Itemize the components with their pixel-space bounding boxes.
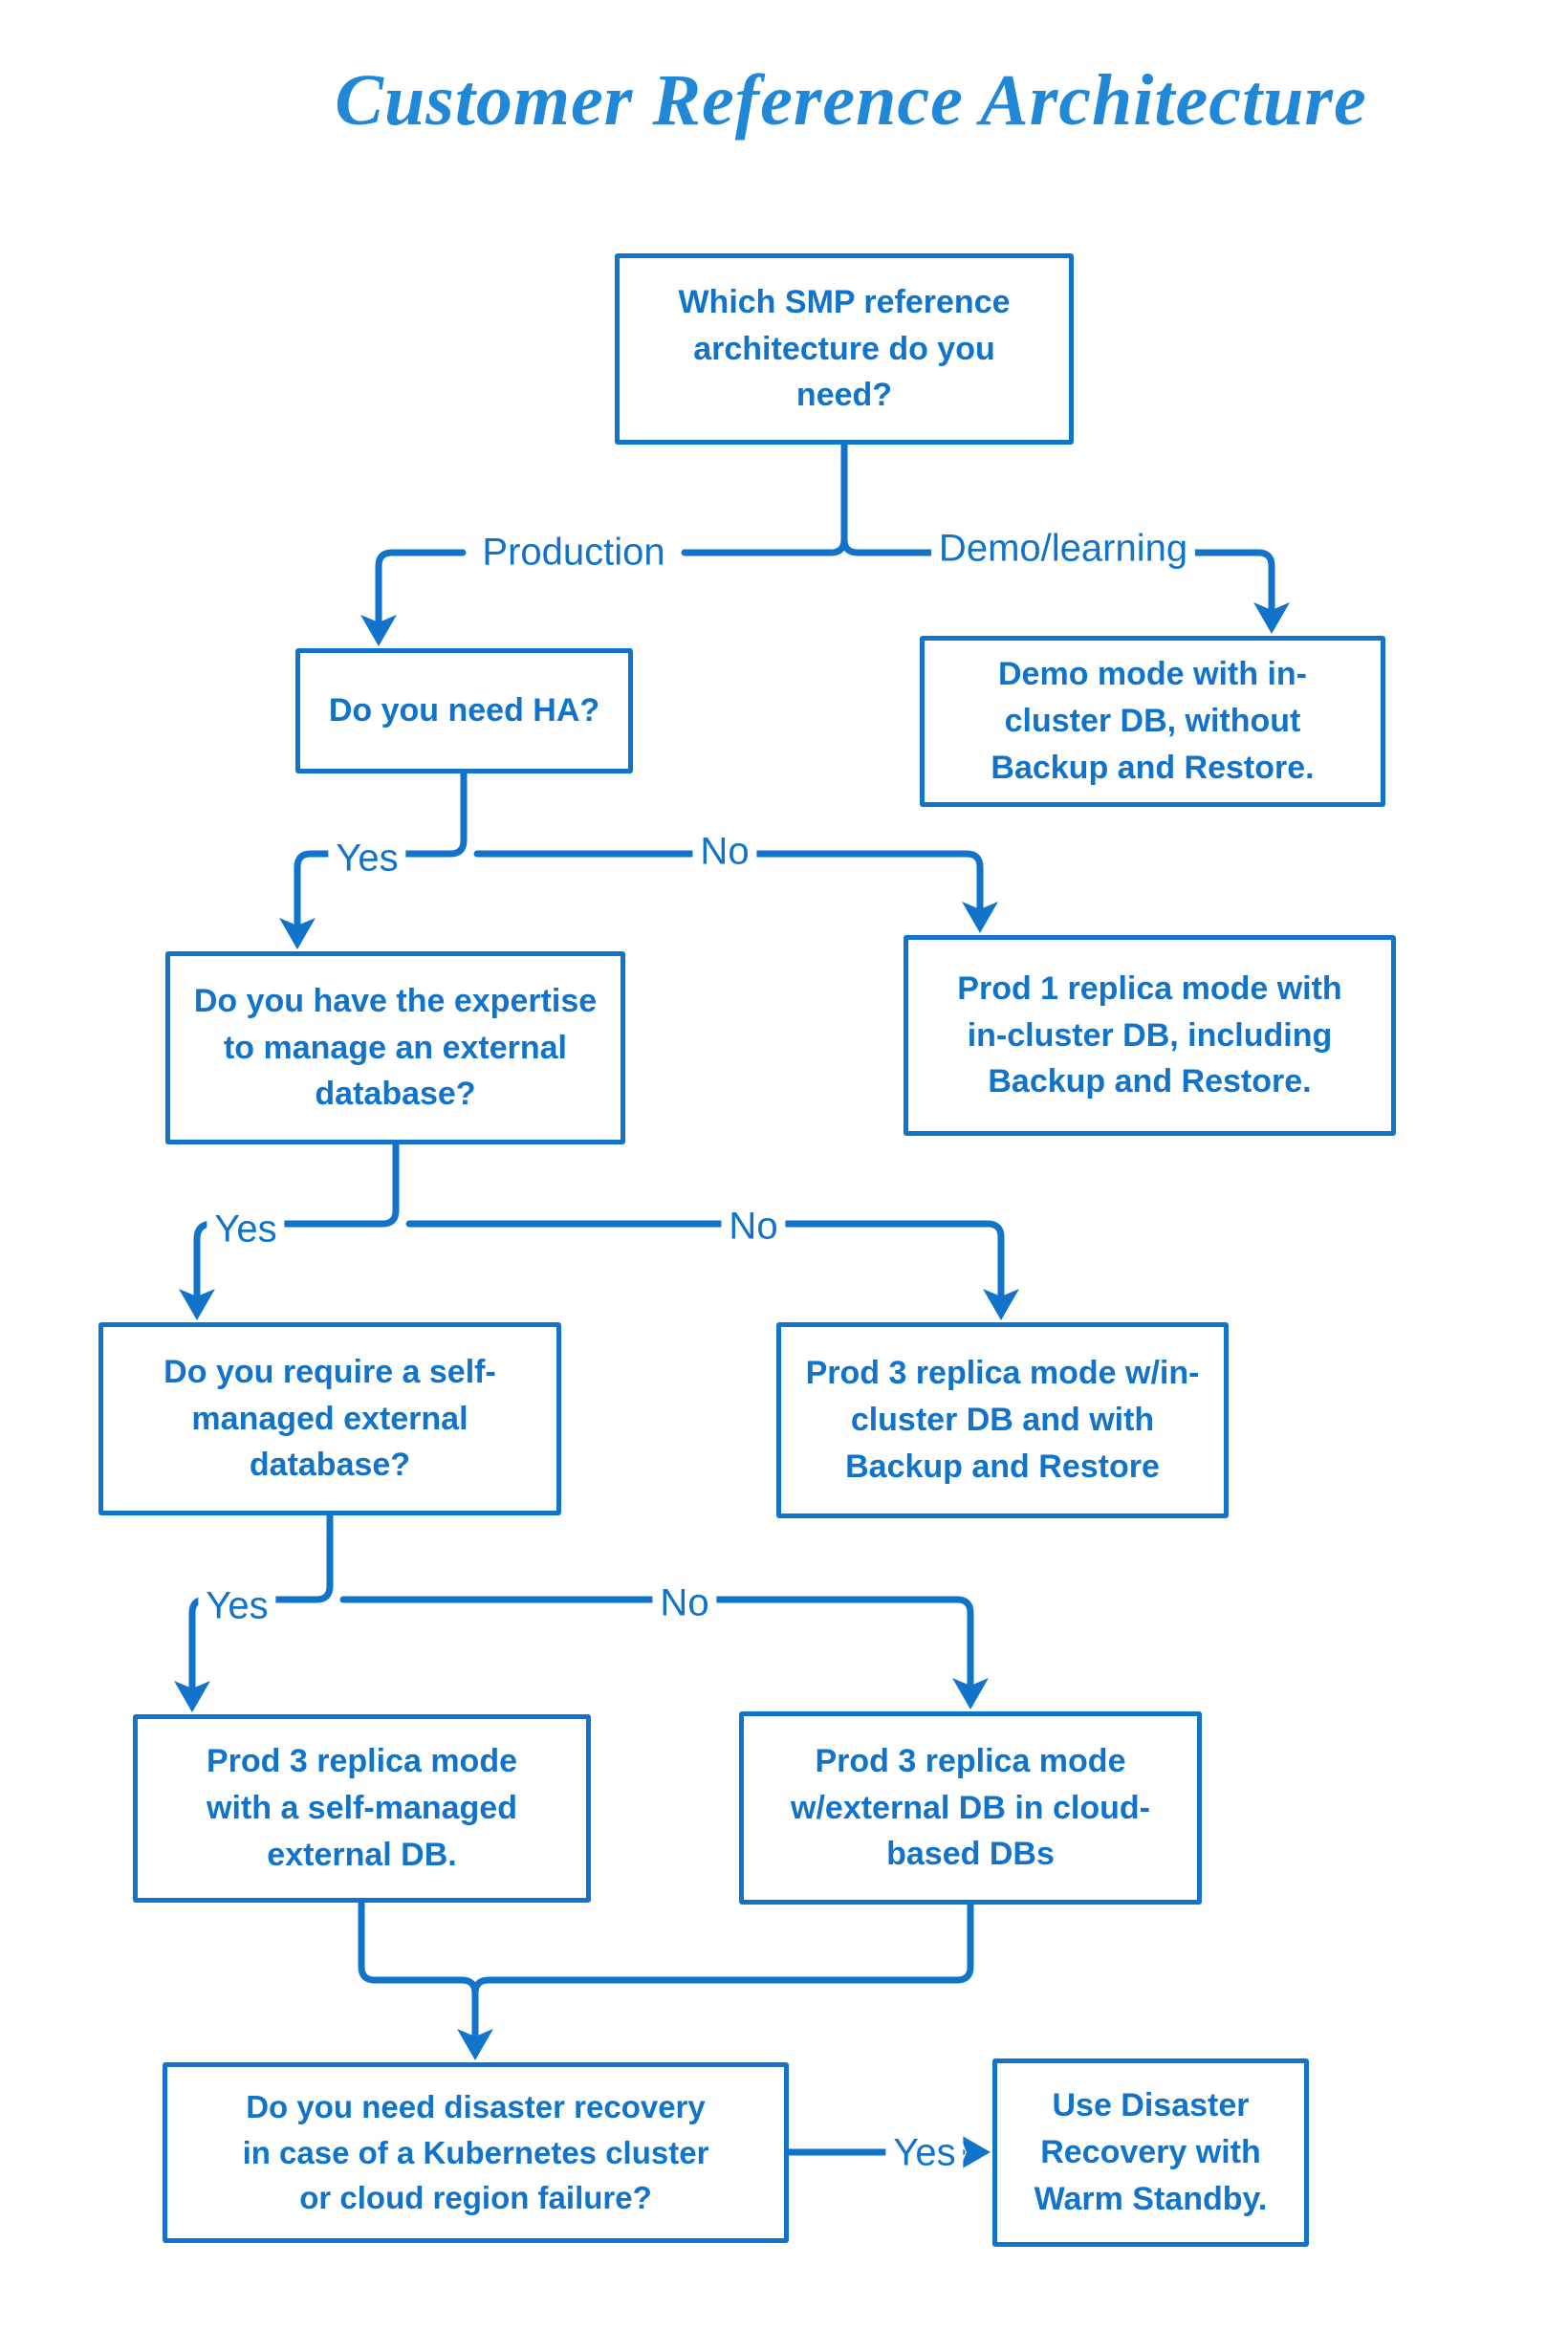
node-expertise-question: Do you have the expertise to manage an e…	[165, 951, 625, 1144]
connector-selfmanaged-no	[339, 1596, 989, 1709]
edge-label-ha-no: No	[692, 830, 757, 874]
arrowhead-to-prod3cloud	[952, 1678, 989, 1709]
arrowhead-to-usedr	[959, 2134, 991, 2170]
node-selfmanaged-question: Do you require a self- managed external …	[98, 1322, 561, 1515]
arrowhead-to-selfmanaged	[179, 1289, 215, 1320]
node-prod1-result: Prod 1 replica mode with in-cluster DB, …	[904, 935, 1396, 1136]
connector-ha-yes	[279, 770, 468, 949]
node-prod3-cloud-result: Prod 3 replica mode w/external DB in clo…	[739, 1711, 1202, 1905]
node-demo-result: Demo mode with in- cluster DB, without B…	[920, 636, 1385, 807]
arrowhead-to-prod3self	[174, 1681, 210, 1712]
connector-expertise-no	[405, 1220, 1019, 1320]
edge-label-expertise-yes: Yes	[207, 1208, 285, 1252]
arrowhead-to-demo	[1253, 602, 1290, 634]
diagram-title: Customer Reference Architecture	[335, 60, 1367, 141]
arrowhead-to-ha	[360, 615, 397, 646]
node-root-question: Which SMP reference architecture do you …	[615, 253, 1074, 445]
connector-ha-no	[473, 850, 998, 933]
edge-label-selfmanaged-yes: Yes	[198, 1584, 276, 1628]
edge-label-production: Production	[474, 531, 673, 575]
node-dr-question: Do you need disaster recovery in case of…	[163, 2062, 789, 2243]
edge-label-demo-learning: Demo/learning	[930, 527, 1196, 571]
connector-merge-to-dr	[358, 1899, 974, 2060]
node-use-dr-result: Use Disaster Recovery with Warm Standby.	[992, 2058, 1309, 2247]
edge-label-selfmanaged-no: No	[652, 1581, 717, 1625]
node-prod3-selfmanaged-result: Prod 3 replica mode with a self-managed …	[133, 1714, 591, 1903]
connector-root-demo-learning	[840, 535, 1290, 634]
arrowhead-to-expertise	[279, 918, 316, 949]
node-prod3-incluster-result: Prod 3 replica mode w/in- cluster DB and…	[776, 1322, 1229, 1518]
arrowhead-to-prod3in	[983, 1289, 1019, 1320]
edge-label-ha-yes: Yes	[328, 837, 406, 881]
arrowhead-to-prod1	[962, 902, 998, 933]
arrowhead-to-dr	[457, 2029, 493, 2060]
edge-label-dr-yes: Yes	[885, 2131, 964, 2175]
node-ha-question: Do you need HA?	[295, 648, 633, 773]
edge-label-expertise-no: No	[721, 1205, 786, 1249]
